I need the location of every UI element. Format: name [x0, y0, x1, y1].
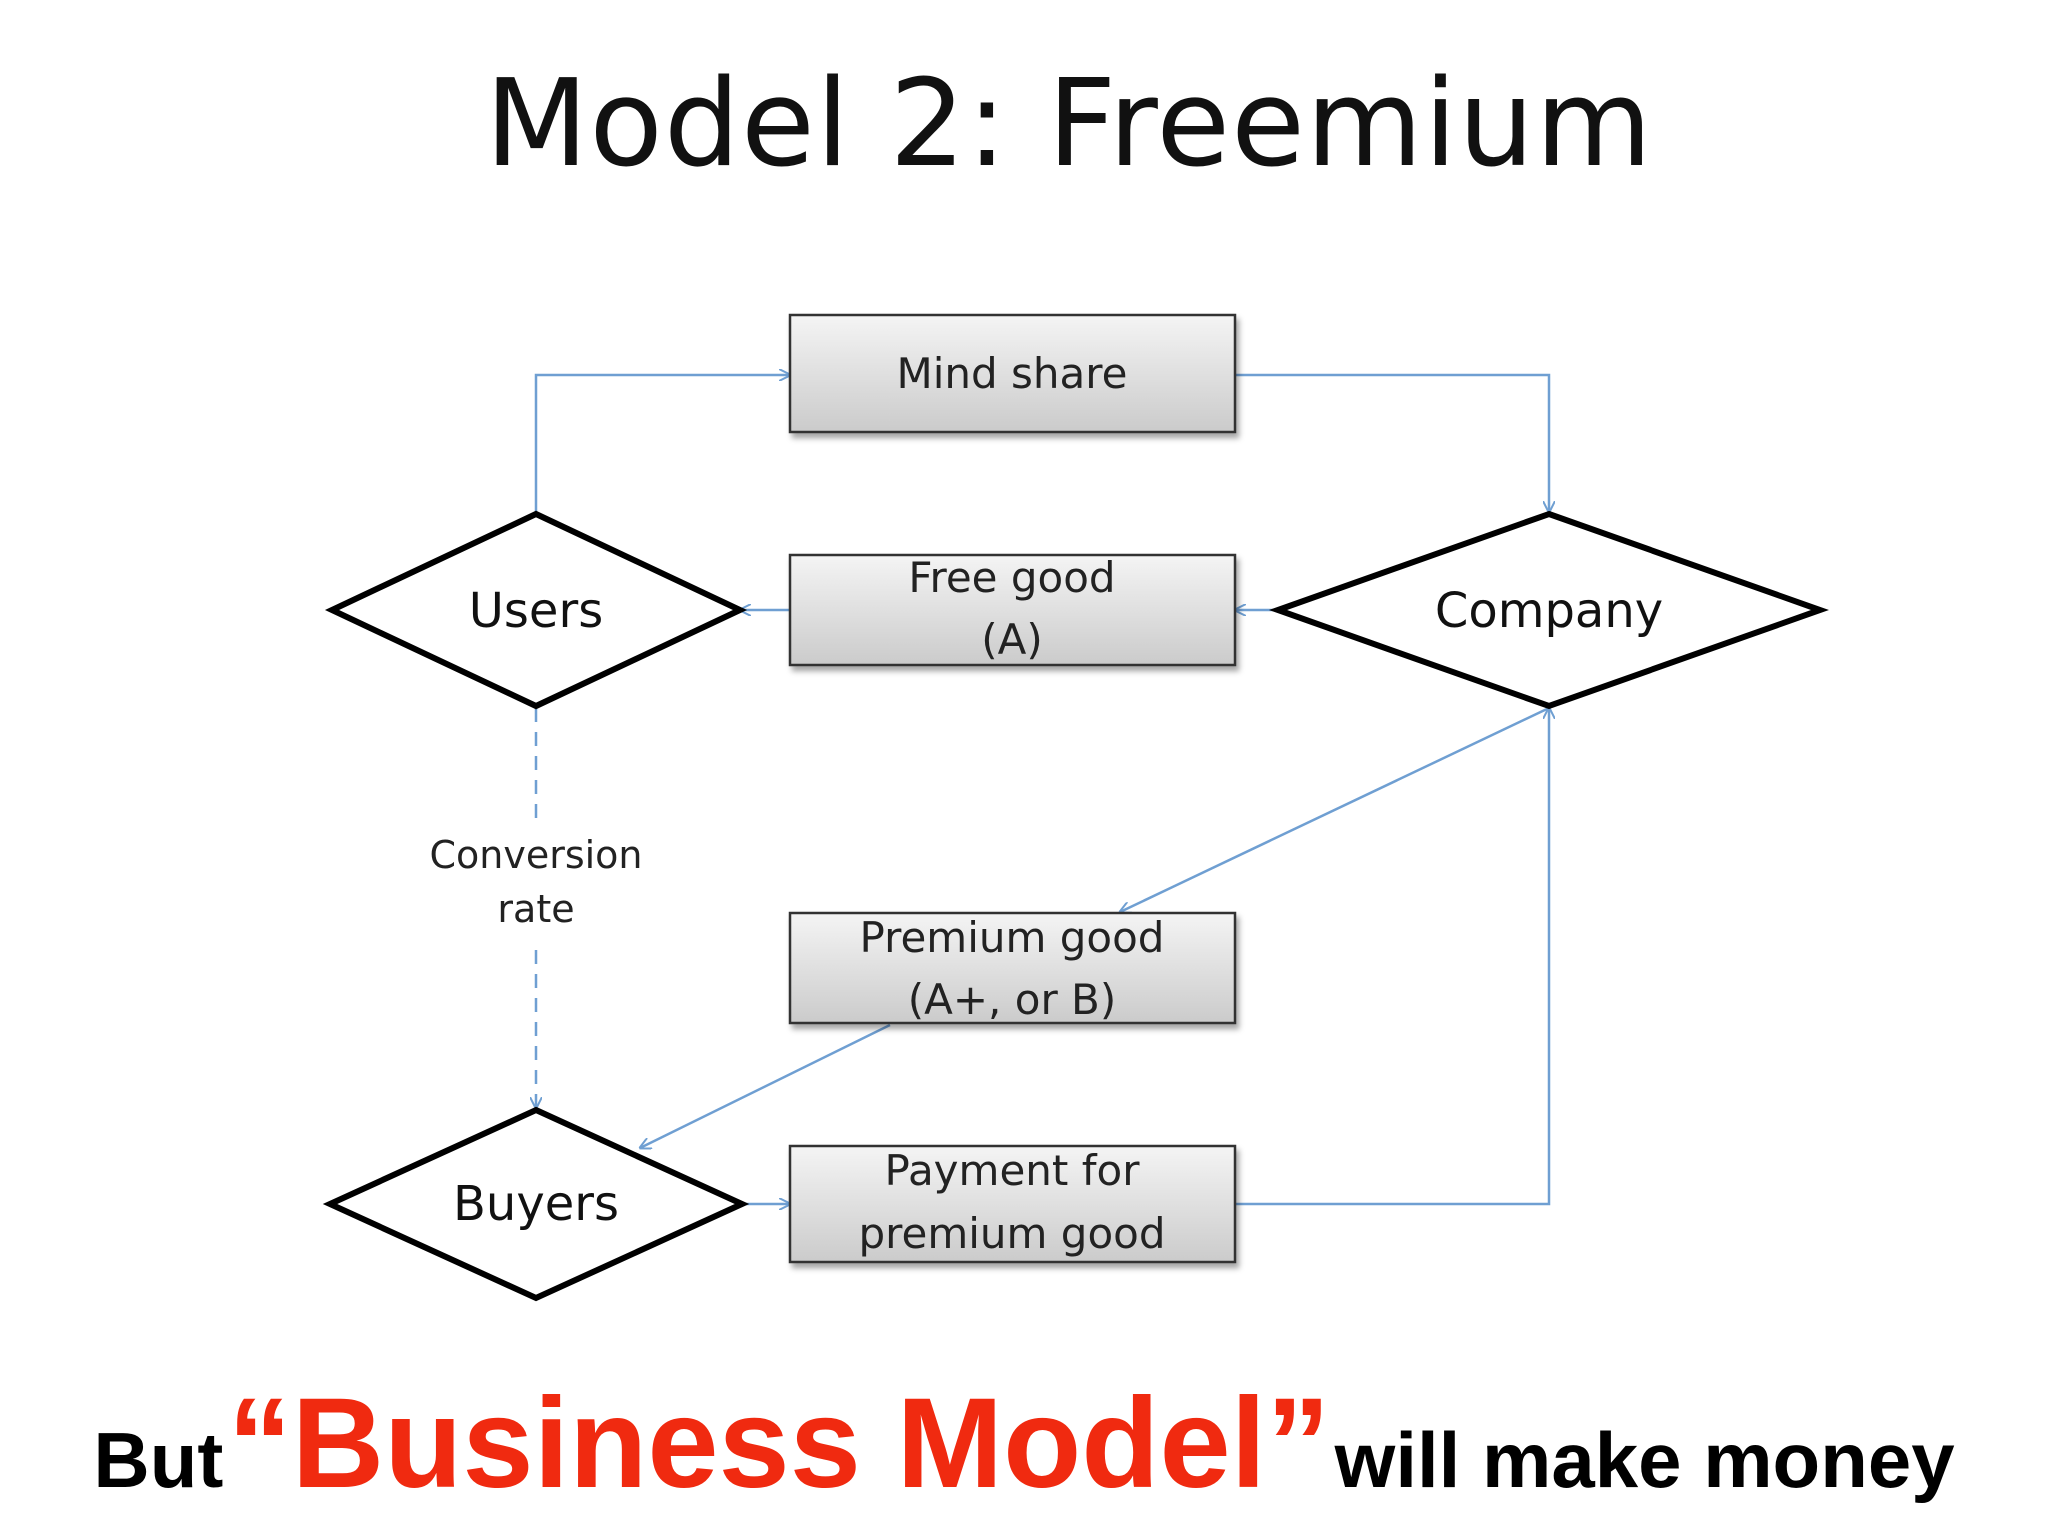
node-users-label: Users [469, 583, 603, 639]
arrow-premium-good-to-buyers [640, 1023, 891, 1148]
box-premium-good: Premium good (A+, or B) [788, 911, 1237, 1025]
node-company-label: Company [1435, 583, 1663, 639]
slide-title: Model 2: Freemium [484, 55, 1654, 194]
arrow-mind-share-to-company [1235, 373, 1549, 512]
node-buyers: Buyers [322, 1106, 750, 1302]
box-free-good: Free good (A) [788, 553, 1237, 667]
box-mind-share: Mind share [788, 313, 1237, 434]
box-mind-share-label: Mind share [897, 349, 1128, 398]
caption-highlight: “Business Model” [227, 1372, 1331, 1515]
conversion-rate-line2: rate [497, 887, 574, 931]
box-premium-good-line1: Premium good [860, 913, 1165, 962]
box-free-good-line1: Free good [908, 553, 1115, 602]
arrow-company-to-premium-good [1120, 706, 1550, 912]
node-buyers-label: Buyers [453, 1176, 619, 1232]
box-free-good-line2: (A) [981, 615, 1043, 664]
arrow-users-to-mind-share [534, 375, 790, 512]
node-company: Company [1269, 510, 1829, 710]
conversion-rate-line1: Conversion [429, 833, 642, 877]
box-payment: Payment for premium good [788, 1144, 1237, 1264]
arrow-payment-to-company [1235, 708, 1549, 1206]
box-premium-good-line2: (A+, or B) [908, 975, 1117, 1024]
node-users: Users [324, 510, 748, 710]
box-payment-line1: Payment for [885, 1146, 1141, 1195]
box-payment-line2: premium good [858, 1209, 1165, 1258]
caption-suffix: will make money [1334, 1416, 1955, 1504]
caption-prefix: But [93, 1416, 224, 1504]
slide-caption: But “Business Model” will make money [0, 1370, 2048, 1517]
